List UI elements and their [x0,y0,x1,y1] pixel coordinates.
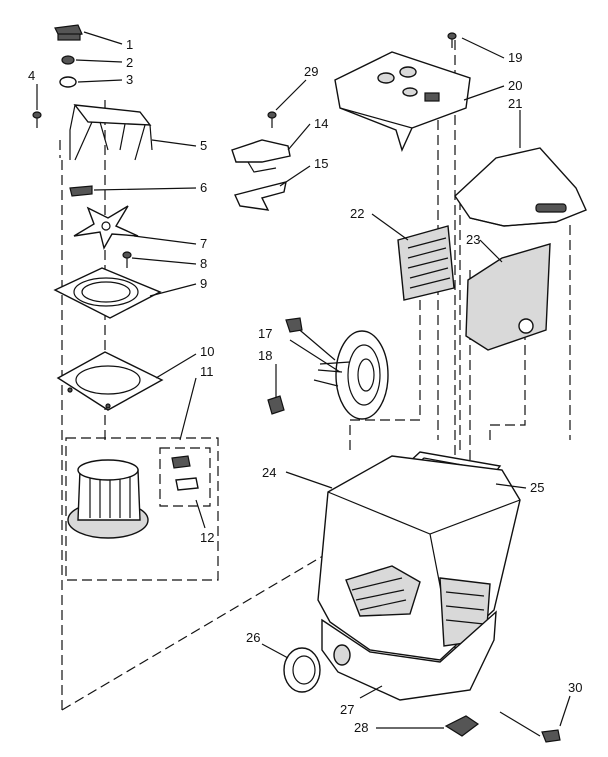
part-12-brushes [159,447,211,507]
part-4-screw [32,111,42,128]
part-22-filter [397,225,455,301]
part-19-screw [447,32,457,48]
part-17-cord-reel [285,317,389,420]
part-26-wheel [283,644,351,693]
callout-1: 1 [126,37,133,52]
callout-6: 6 [200,180,207,195]
callout-18: 18 [258,348,272,363]
part-15-latch-spring [234,181,287,211]
callout-4: 4 [28,68,35,83]
callout-5: 5 [200,138,207,153]
part-7-fan [73,205,139,250]
callout-26: 26 [246,630,260,645]
callout-10: 10 [200,344,214,359]
part-21-bag-lid [454,147,587,227]
part-28-caster [444,715,480,737]
part-3-washer [59,76,77,88]
callout-labels: 1 2 3 4 5 6 7 8 9 10 11 12 29 14 15 17 1… [28,37,582,735]
callout-7: 7 [200,236,207,251]
part-30-screw [267,111,277,128]
callout-27: 27 [340,702,354,717]
callout-15: 15 [314,156,328,171]
callout-30: 29 [304,64,318,79]
callout-28: 28 [354,720,368,735]
callout-23: 23 [466,232,480,247]
callout-17: 17 [258,326,272,341]
callout-29: 30 [568,680,582,695]
callout-21: 21 [508,96,522,111]
part-9-gasket-plate [53,267,162,319]
callout-8: 8 [200,256,207,271]
callout-22: 22 [350,206,364,221]
callout-20: 20 [508,78,522,93]
part-24-body [317,455,521,661]
callout-3: 3 [126,72,133,87]
callout-11: 11 [200,364,214,379]
part-14-latch [231,139,291,173]
callout-25: 25 [530,480,544,495]
part-6-clip [69,185,93,197]
part-29-hose-end [499,711,561,743]
part-2-nut [61,55,75,65]
part-27-base [321,610,497,701]
callout-9: 9 [200,276,207,291]
part-8-screw [122,251,132,268]
part-23-dust-bag [465,243,551,351]
leader-lines [36,31,571,729]
part-18-switch-knob [267,395,285,415]
callout-12: 12 [200,530,214,545]
part-20-top-cover [334,51,471,152]
callout-14: 14 [314,116,328,131]
part-5-motor-bracket [69,104,153,161]
callout-2: 2 [126,55,133,70]
callout-19: 19 [508,50,522,65]
part-10-motor-plate [56,351,164,411]
part-11-motor-assembly [65,437,219,581]
part-1-switch [54,24,83,41]
callout-24: 24 [262,465,276,480]
